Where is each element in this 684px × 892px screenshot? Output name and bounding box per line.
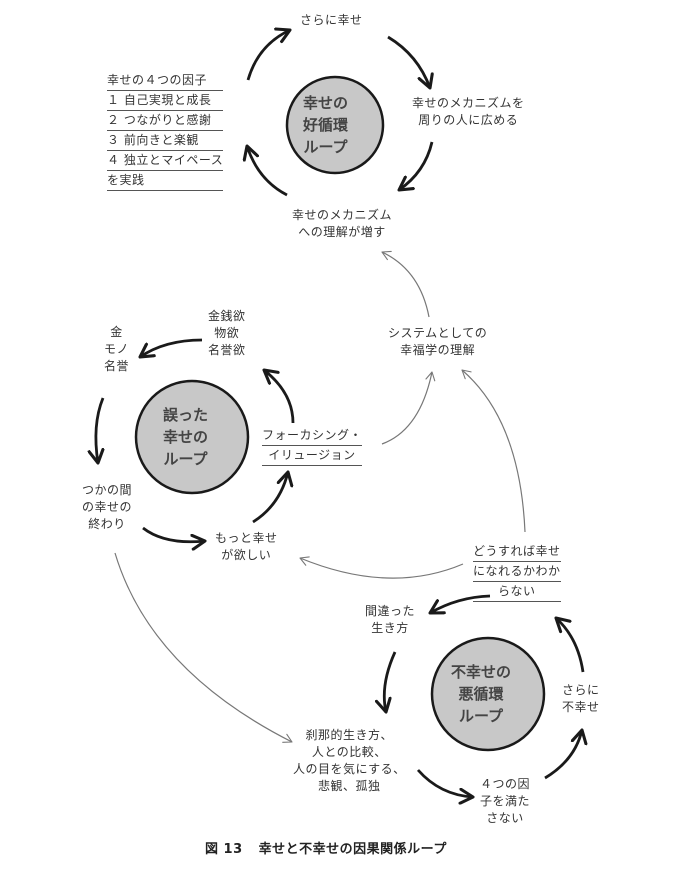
node-line: 刹那的生き方、 bbox=[305, 728, 394, 742]
vicious-loop-circle bbox=[430, 636, 546, 752]
node-dont-know-how: どうすれば幸せ になれるかわか らない bbox=[473, 543, 561, 603]
node-line: ４ 独立とマイペース bbox=[107, 152, 224, 171]
node-line: 金銭欲 bbox=[208, 309, 246, 323]
node-line: が欲しい bbox=[221, 548, 272, 562]
figure-number: 図 13 bbox=[205, 842, 243, 857]
node-money-things-fame: 金 モノ 名誉 bbox=[104, 324, 129, 375]
figure-caption: 図 13 幸せと不幸せの因果関係ループ bbox=[205, 838, 447, 857]
node-line: 幸福学の理解 bbox=[400, 343, 476, 357]
node-systemic-understanding: システムとしての 幸福学の理解 bbox=[388, 325, 487, 359]
center-line: ループ bbox=[303, 138, 348, 156]
center-line: 幸せの bbox=[163, 428, 209, 446]
node-line: 名誉欲 bbox=[208, 343, 246, 357]
arrow-factors-to-more-happiness bbox=[246, 30, 290, 81]
node-line: どうすれば幸せ bbox=[473, 543, 561, 562]
arrow-more-unhappy-to-dont-know bbox=[556, 618, 585, 673]
node-line: 人の目を気にする、 bbox=[293, 762, 406, 776]
node-line: もっと幸せ bbox=[215, 531, 278, 545]
node-line: さない bbox=[486, 811, 524, 825]
node-line: になれるかわか bbox=[473, 563, 561, 582]
weak-arrow-end-to-momentary bbox=[114, 552, 293, 743]
node-line: 周りの人に広める bbox=[418, 113, 519, 127]
arrow-want-more-to-illusion bbox=[252, 472, 288, 524]
center-line: 好循環 bbox=[303, 116, 349, 134]
virtuous-loop-title: 幸せの 好循環 ループ bbox=[303, 92, 348, 158]
node-line: 子を満た bbox=[480, 794, 531, 808]
node-line: 生き方 bbox=[371, 621, 409, 635]
node-line: ４つの因 bbox=[480, 777, 531, 791]
center-line: 不幸せの bbox=[451, 663, 512, 681]
node-line: ３ 前向きと楽観 bbox=[107, 132, 224, 151]
node-even-more-unhappy: さらに 不幸せ bbox=[562, 682, 600, 716]
weak-arrow-bridge-to-understanding bbox=[381, 250, 430, 318]
node-understanding-increases: 幸せのメカニズム への理解が増す bbox=[292, 207, 392, 241]
node-wrong-way-of-life: 間違った 生き方 bbox=[365, 603, 415, 637]
arrow-dont-know-to-wrong bbox=[430, 594, 491, 613]
node-line: らない bbox=[473, 583, 561, 602]
figure-title: 幸せと不幸せの因果関係ループ bbox=[258, 842, 447, 857]
center-line: 誤った bbox=[163, 406, 209, 424]
weak-arrow-dont-know-to-want-more bbox=[299, 556, 464, 579]
node-line: １ 自己実現と成長 bbox=[107, 92, 224, 111]
arrow-money-to-end bbox=[96, 397, 103, 463]
node-focusing-illusion: フォーカシング・ イリュージョン bbox=[262, 427, 363, 467]
arrow-spread-to-understanding bbox=[399, 141, 434, 190]
node-line: への理解が増す bbox=[298, 225, 386, 239]
node-line: 幸せのメカニズムを bbox=[412, 96, 525, 110]
node-more-happiness: さらに幸せ bbox=[300, 12, 363, 29]
center-line: ループ bbox=[458, 707, 504, 725]
arrow-understanding-to-factors bbox=[247, 146, 288, 197]
node-line: ２ つながりと感謝 bbox=[107, 112, 224, 131]
arrow-wrong-to-momentary bbox=[384, 651, 397, 712]
node-desires: 金銭欲 物欲 名誉欲 bbox=[208, 308, 246, 359]
weak-arrow-dont-know-to-bridge bbox=[461, 369, 526, 533]
node-line: 幸せの４つの因子 bbox=[107, 72, 224, 91]
node-line: 幸せのメカニズム bbox=[292, 208, 393, 222]
arrow-unmet-to-more-unhappy bbox=[544, 730, 582, 780]
weak-arrow-illusion-to-bridge bbox=[381, 371, 436, 445]
node-line: さらに bbox=[562, 683, 600, 697]
arrow-illusion-to-desires bbox=[264, 370, 295, 424]
center-line: ループ bbox=[163, 450, 208, 468]
mistaken-loop-circle bbox=[134, 379, 250, 495]
node-four-factors: 幸せの４つの因子 １ 自己実現と成長 ２ つながりと感謝 ３ 前向きと楽観 ４ … bbox=[107, 72, 224, 192]
node-want-more-happiness: もっと幸せ が欲しい bbox=[215, 530, 278, 564]
node-line: 名誉 bbox=[104, 359, 130, 373]
center-line: 悪循環 bbox=[458, 685, 504, 703]
arrow-momentary-to-unmet bbox=[416, 769, 473, 797]
node-line: 終わり bbox=[88, 517, 126, 531]
arrow-more-happiness-to-spread bbox=[387, 35, 430, 88]
node-line: つかの間 bbox=[82, 483, 133, 497]
node-momentary-life: 刹那的生き方、 人との比較、 人の目を気にする、 悲観、孤独 bbox=[293, 727, 406, 795]
virtuous-loop-circle bbox=[285, 75, 385, 175]
node-line: フォーカシング・ bbox=[262, 427, 363, 446]
node-line: システムとしての bbox=[388, 326, 488, 340]
node-line: の幸せの bbox=[82, 500, 133, 514]
node-line: 人との比較、 bbox=[311, 745, 387, 759]
node-unmet-factors: ４つの因 子を満た さない bbox=[480, 776, 530, 827]
node-line: 悲観、孤独 bbox=[318, 779, 381, 793]
mistaken-loop-title: 誤った 幸せの ループ bbox=[163, 404, 208, 470]
node-spread-mechanism: 幸せのメカニズムを 周りの人に広める bbox=[412, 95, 525, 129]
node-line: イリュージョン bbox=[262, 447, 363, 466]
arrow-end-to-want-more bbox=[142, 526, 205, 542]
node-line: 間違った bbox=[365, 604, 416, 618]
node-line: モノ bbox=[104, 342, 130, 356]
node-end-of-brief-happiness: つかの間 の幸せの 終わり bbox=[82, 482, 132, 533]
vicious-loop-title: 不幸せの 悪循環 ループ bbox=[451, 661, 511, 727]
node-line: 金 bbox=[110, 325, 123, 339]
node-line: 不幸せ bbox=[562, 700, 600, 714]
node-line: を実践 bbox=[107, 172, 224, 191]
node-line: さらに幸せ bbox=[300, 13, 363, 27]
arrow-desires-to-money bbox=[140, 338, 203, 357]
center-line: 幸せの bbox=[303, 94, 349, 112]
node-line: 物欲 bbox=[214, 326, 240, 340]
